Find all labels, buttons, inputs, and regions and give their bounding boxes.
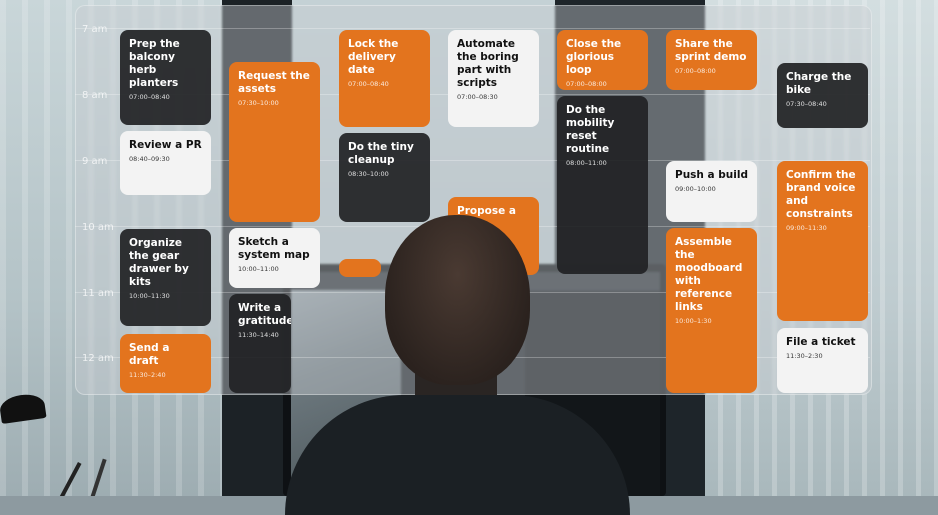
event-card[interactable]: Share the sprint demo 07:00–08:00 [666,30,757,90]
event-time: 10:00–1:30 [675,317,712,325]
event-card[interactable]: Request the assets 07:30–10:00 [229,62,320,222]
event-card[interactable]: Organize the gear drawer by kits 10:00–1… [120,229,211,326]
event-time: 07:30–10:00 [238,99,279,107]
time-label: 11 am [82,288,114,299]
event-time: 07:00–08:40 [348,80,389,88]
event-card[interactable]: Charge the bike 07:30–08:40 [777,63,868,128]
event-card[interactable]: Prep the balcony herb planters 07:00–08:… [120,30,211,125]
event-time: 10:00–11:30 [129,292,170,300]
event-title: Assemble the moodboard with reference li… [675,236,743,313]
event-title: Sketch a system map [238,236,310,261]
event-card[interactable]: Do the tiny cleanup 08:30–10:00 [339,133,430,222]
event-title: Lock the delivery date [348,38,399,76]
event-title: Share the sprint demo [675,38,747,63]
event-time: 11:30–2:30 [786,352,823,360]
time-label: 7 am [82,24,108,35]
event-title: File a ticket [786,336,856,348]
time-label: 10 am [82,222,114,233]
event-card[interactable]: Close the glorious loop 07:00–08:00 [557,30,648,90]
event-card-partial[interactable] [339,259,381,277]
event-card[interactable]: Review a PR 08:40–09:30 [120,131,211,195]
event-card[interactable]: Write a gratitude 11:30–14:40 [229,294,291,393]
event-title: Send a draft [129,342,170,367]
event-card[interactable]: Push a build 09:00–10:00 [666,161,757,222]
person-head [385,215,530,385]
event-time: 11:30–2:40 [129,371,166,379]
event-time: 09:00–10:00 [675,185,716,193]
event-time: 07:30–08:40 [786,100,827,108]
time-label: 8 am [82,90,108,101]
event-time: 11:30–14:40 [238,331,279,339]
hour-gridline [75,160,870,161]
event-card[interactable]: Confirm the brand voice and constraints … [777,161,868,321]
event-time: 07:00–08:30 [457,93,498,101]
hour-gridline [75,28,870,29]
event-title: Close the glorious loop [566,38,622,76]
event-time: 07:00–08:00 [675,67,716,75]
time-label: 12 am [82,353,114,364]
event-title: Request the assets [238,70,310,95]
event-title: Write a gratitude [238,302,291,327]
event-title: Push a build [675,169,748,181]
event-card[interactable]: Sketch a system map 10:00–11:00 [229,228,320,288]
event-time: 07:00–08:00 [566,80,607,88]
event-card[interactable]: Automate the boring part with scripts 07… [448,30,539,127]
event-title: Automate the boring part with scripts [457,38,519,89]
event-time: 10:00–11:00 [238,265,279,273]
event-card[interactable]: File a ticket 11:30–2:30 [777,328,868,393]
event-title: Charge the bike [786,71,852,96]
event-time: 08:00–11:00 [566,159,607,167]
event-card[interactable]: Assemble the moodboard with reference li… [666,228,757,393]
event-time: 07:00–08:40 [129,93,170,101]
event-card[interactable]: Send a draft 11:30–2:40 [120,334,211,393]
event-title: Confirm the brand voice and constraints [786,169,856,220]
event-title: Review a PR [129,139,202,151]
event-card[interactable]: Lock the delivery date 07:00–08:40 [339,30,430,127]
event-time: 08:30–10:00 [348,170,389,178]
time-label: 9 am [82,156,108,167]
event-title: Do the mobility reset routine [566,104,615,155]
event-card[interactable]: Do the mobility reset routine 08:00–11:0… [557,96,648,274]
event-title: Prep the balcony herb planters [129,38,180,89]
event-time: 09:00–11:30 [786,224,827,232]
event-time: 08:40–09:30 [129,155,170,163]
person-shoulders [285,395,630,515]
event-title: Organize the gear drawer by kits [129,237,189,288]
event-title: Do the tiny cleanup [348,141,414,166]
